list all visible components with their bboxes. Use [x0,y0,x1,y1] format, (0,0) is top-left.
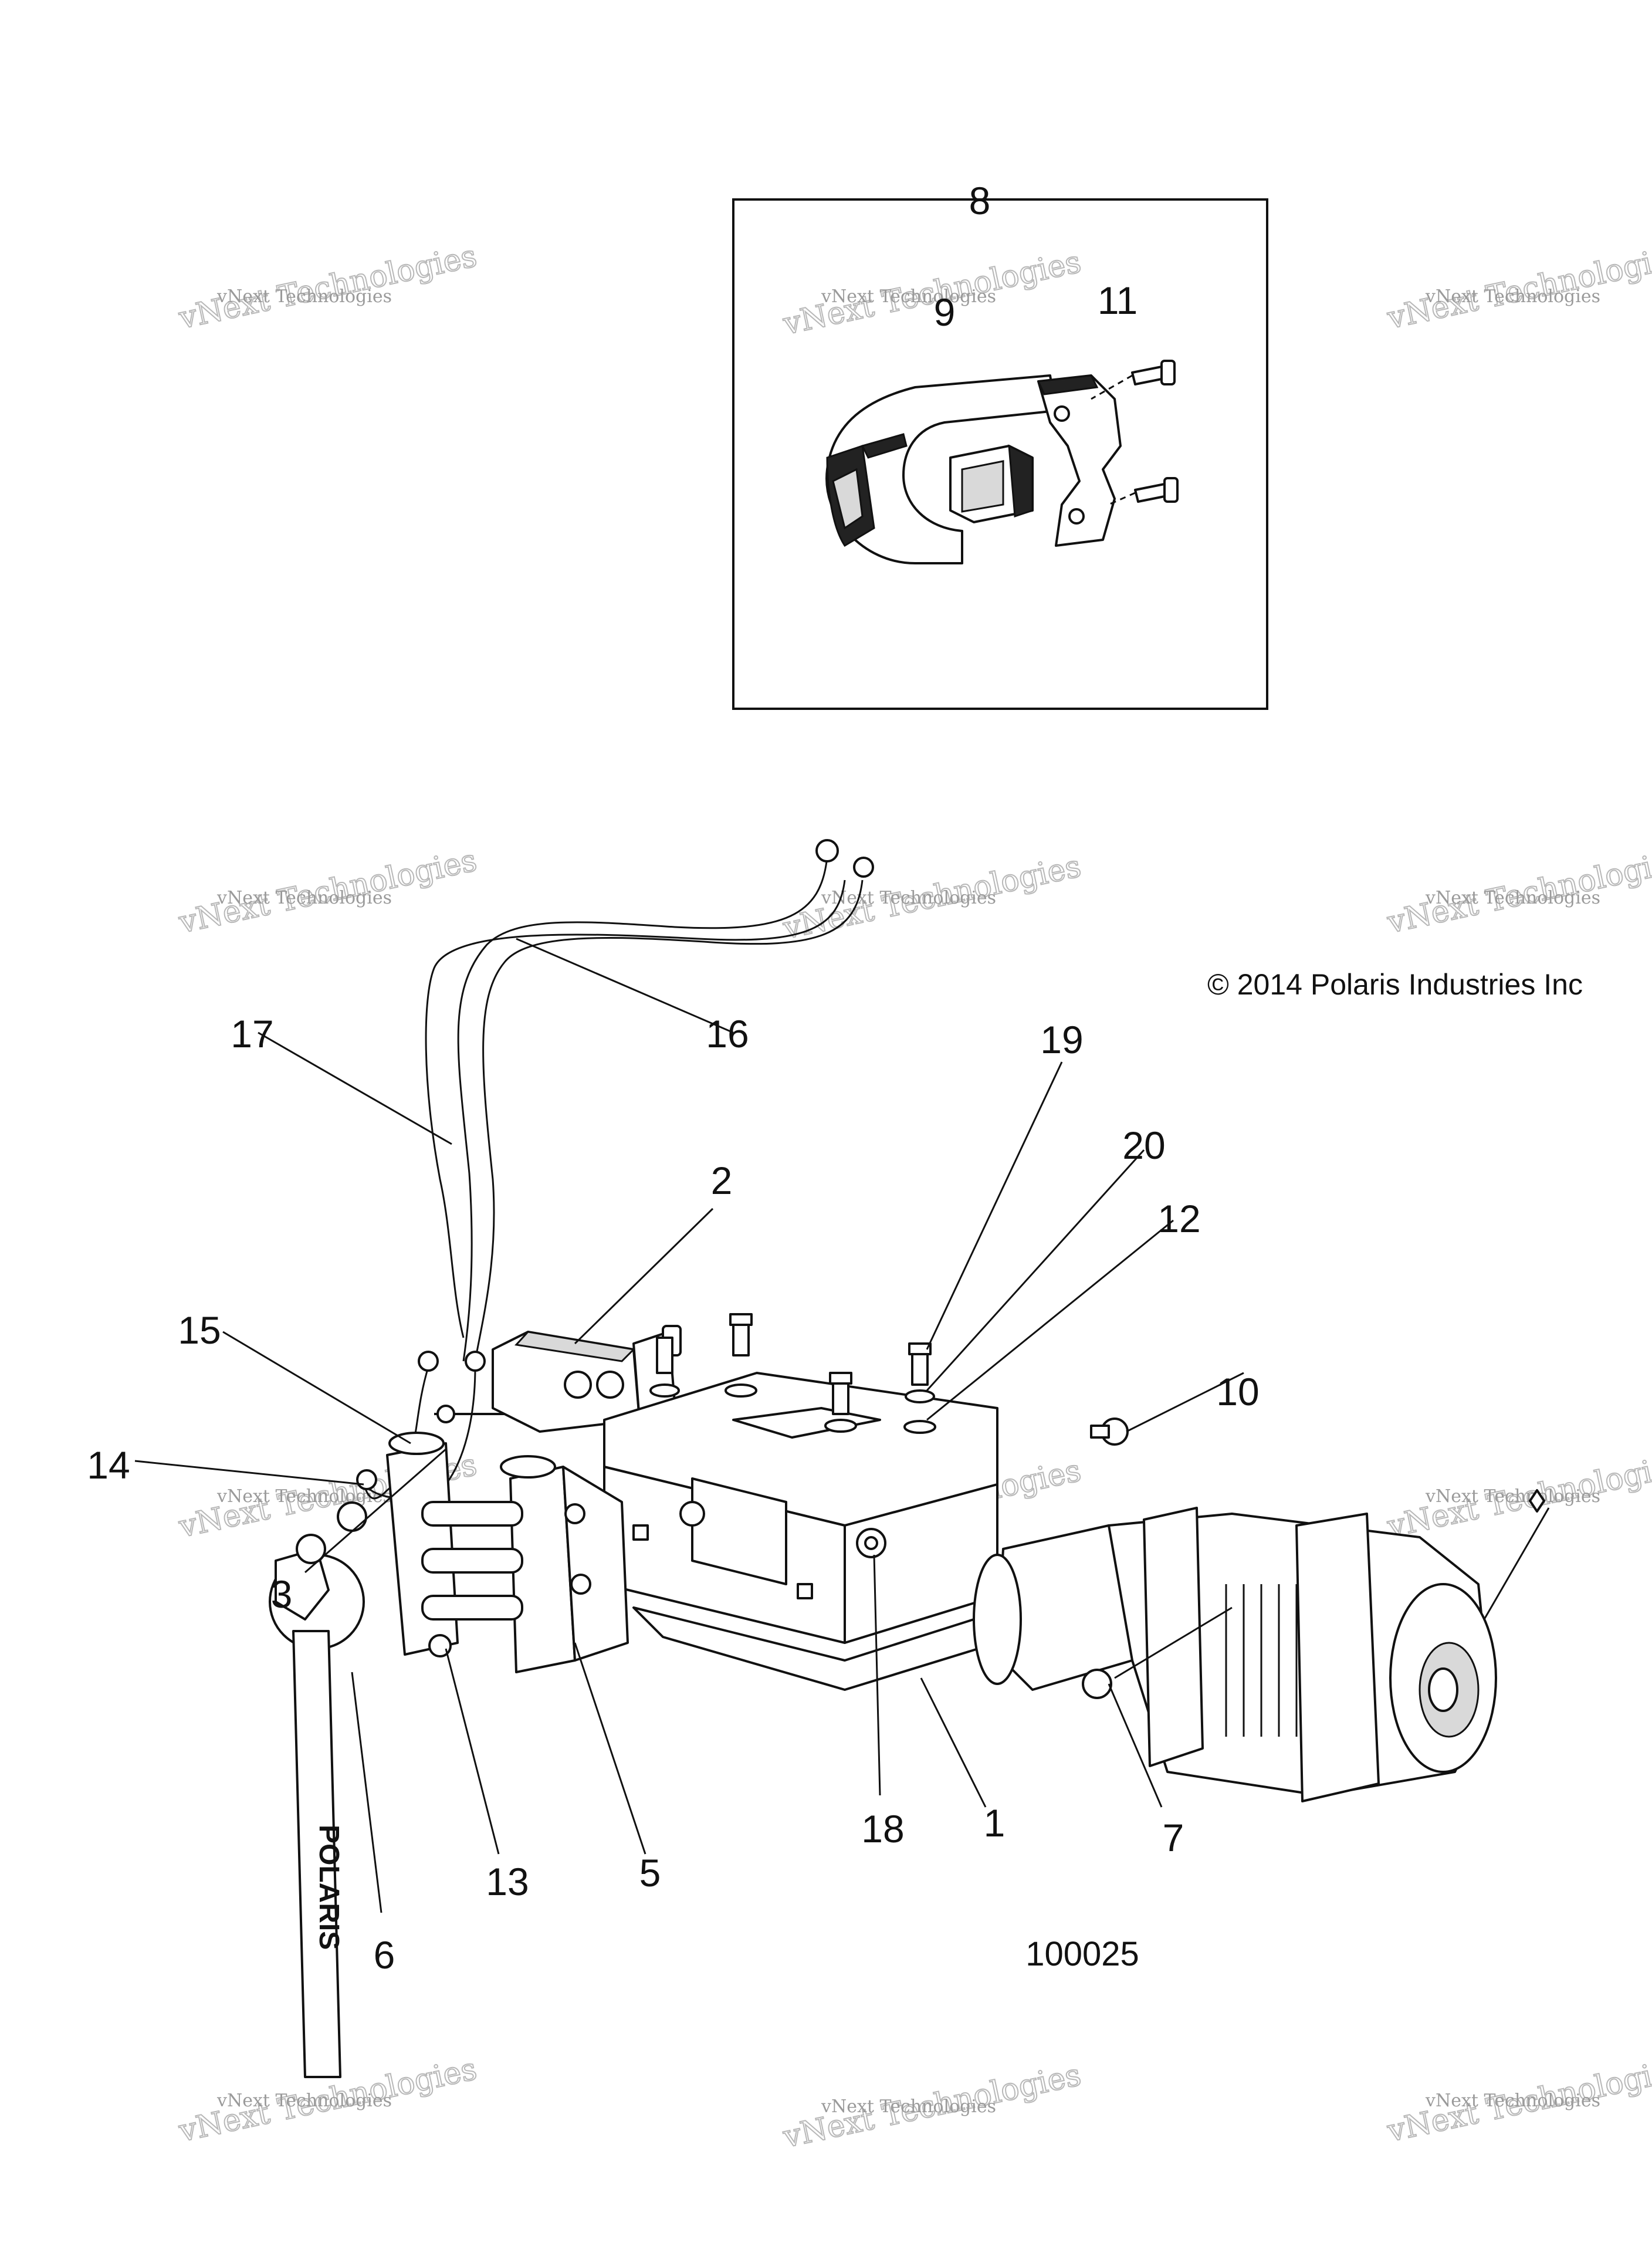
watermark-top-right: vNext Technologies vNext Technologies [1383,238,1652,337]
figure-number: 100025 [1025,1935,1139,1973]
watermark-mid-right: vNext Technologies vNext Technologies [1383,843,1652,941]
watermark-lower-right: vNext Technologies vNext Technologies [1383,1447,1652,1545]
fairlead [337,1432,629,1673]
watermark-line1: vNext Technologies [216,1486,392,1507]
watermark-line1: vNext Technologies [1425,888,1600,908]
callout-2: 2 [711,1159,733,1202]
inset-box [732,198,1268,710]
watermark-line1: vNext Technologies [216,2090,392,2111]
callout-3: 3 [271,1572,293,1616]
watermark-line1: vNext Technologies [1425,1486,1600,1507]
hook-strap: POLARIS [269,1534,365,2078]
watermark-line1: vNext Technologies [216,888,392,908]
callout-6: 6 [374,1933,395,1977]
callout-5: 5 [639,1851,661,1895]
watermark-bottom-center: vNext Technologies vNext Technologies [779,2057,1085,2156]
callout-20: 20 [1122,1124,1165,1167]
watermark-line1: vNext Technologies [216,286,392,307]
mounting-plate [603,1313,1129,1691]
callout-16: 17 [231,1012,273,1056]
callout-17: 18 [861,1807,904,1851]
watermark-line1: vNext Technologies [821,2096,996,2117]
callout-7: 7 [1163,1816,1184,1859]
winch-body [973,1489,1545,1802]
callout-11: 11 [1098,279,1138,322]
strap-logo: POLARIS [313,1825,344,1950]
watermark-mid-left: vNext Technologies vNext Technologies [175,843,480,941]
watermark-line1: vNext Technologies [1425,2090,1600,2111]
watermark-top-center: vNext Technologies vNext Technologies [779,244,1085,343]
callout-18: 13 [486,1860,529,1903]
hook-assembly [825,360,1179,564]
watermark-line1: vNext Technologies [821,286,996,307]
callout-1: 1 [984,1801,1006,1845]
watermark-top-left: vNext Technologies vNext Technologies [175,238,480,337]
watermark-line1: vNext Technologies [821,888,996,908]
callout-14: 15 [178,1308,221,1352]
callout-labels: 8 9 11 © 2014 Polaris Industries Inc 16 … [87,179,1583,1977]
watermark-bottom-right: vNext Technologies vNext Technologies [1383,2051,1652,2150]
callout-12: 12 [1157,1197,1200,1240]
callout-19: 19 [1040,1018,1083,1061]
callout-8: 8 [969,179,991,222]
callout-10: 10 [1216,1370,1259,1413]
watermark-line1: vNext Technologies [1425,286,1600,307]
leader-lines [134,938,1550,1913]
copyright-text: © 2014 Polaris Industries Inc [1207,968,1583,1001]
callout-15: 16 [706,1012,749,1056]
callout-13: 14 [87,1443,130,1487]
callout-9: 9 [934,290,956,334]
